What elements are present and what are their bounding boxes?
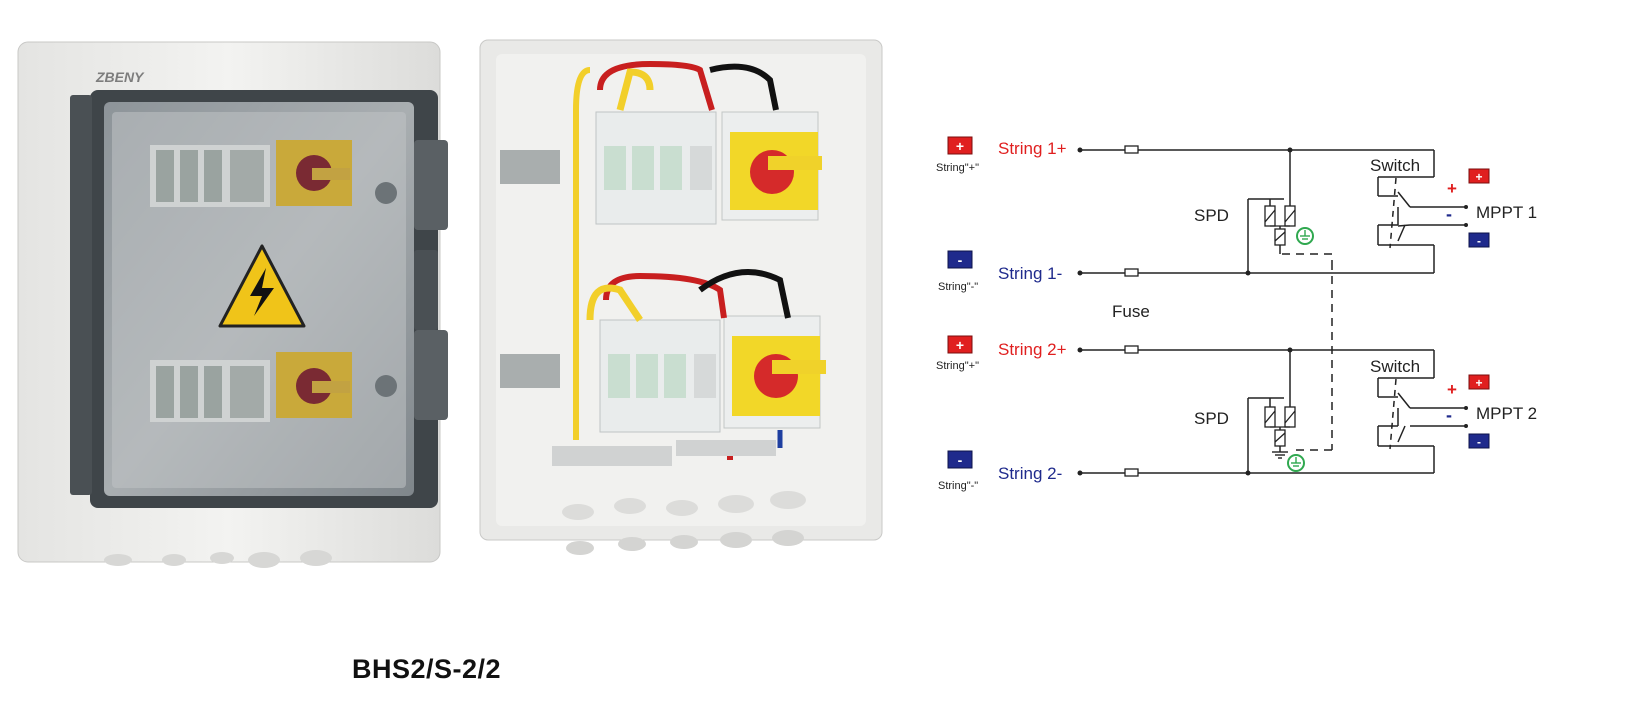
negative-badge	[947, 450, 973, 469]
string-label: String 1-	[998, 264, 1062, 283]
string-1-positive: + String"+" String 1+	[936, 136, 1067, 174]
positive-badge	[1468, 374, 1490, 390]
fuse-icon	[1124, 345, 1139, 354]
negative-badge	[1468, 232, 1490, 248]
string-label: String 2-	[998, 464, 1062, 483]
string-tag: String"+"	[936, 162, 979, 174]
junction-dots	[1077, 147, 1293, 476]
model-caption: BHS2/S-2/2	[352, 654, 502, 684]
product-photos: ZBENY	[17, 39, 883, 568]
spd-label: SPD	[1194, 206, 1229, 225]
mppt-minus-sign: -	[1446, 204, 1452, 224]
brand-logo: ZBENY	[95, 69, 145, 85]
closed-enclosure-photo: ZBENY	[17, 41, 448, 568]
switch-label: Switch	[1370, 357, 1420, 376]
fuse-icon	[1124, 468, 1139, 477]
positive-badge-sign: +	[956, 337, 964, 353]
fuse-icon	[1124, 268, 1139, 277]
string-tag: String"-"	[938, 281, 978, 293]
negative-badge-sign: -	[958, 252, 963, 268]
fuse-icon	[1124, 145, 1139, 154]
negative-badge	[1468, 433, 1490, 449]
mppt-plus-sign: +	[1447, 380, 1457, 399]
positive-badge-sign: +	[956, 138, 964, 154]
string-2-positive: + String"+" String 2+	[936, 335, 1067, 372]
circuit-1-wiring	[1080, 149, 1435, 274]
mppt-label: MPPT 2	[1476, 404, 1537, 423]
mppt-minus-sign: -	[1446, 405, 1452, 425]
switch-label: Switch	[1370, 156, 1420, 175]
negative-badge-sign: -	[958, 452, 963, 468]
positive-badge-sign: +	[1475, 170, 1482, 184]
earth-icon	[1296, 227, 1314, 245]
positive-badge	[947, 136, 973, 155]
mppt-1-output: + - + - MPPT 1	[1446, 168, 1537, 248]
string-label: String 1+	[998, 139, 1067, 158]
positive-badge-sign: +	[1475, 376, 1482, 390]
mppt-plus-sign: +	[1447, 179, 1457, 198]
circuit-2-wiring	[1080, 349, 1435, 474]
negative-badge-sign: -	[1477, 435, 1481, 449]
positive-badge	[947, 335, 973, 354]
earth-icon	[1287, 454, 1305, 472]
switch-1-symbol	[1377, 176, 1466, 249]
open-enclosure-photo	[479, 39, 883, 555]
spd-2-symbol	[1264, 406, 1296, 447]
string-tag: String"-"	[938, 480, 978, 492]
positive-badge	[1468, 168, 1490, 184]
mppt-label: MPPT 1	[1476, 203, 1537, 222]
mppt-2-output: + - + - MPPT 2	[1446, 374, 1537, 449]
spd-label: SPD	[1194, 409, 1229, 428]
string-label: String 2+	[998, 340, 1067, 359]
string-1-negative: - String"-" String 1-	[938, 250, 1062, 293]
negative-badge-sign: -	[1477, 234, 1481, 248]
string-tag: String"+"	[936, 360, 979, 372]
string-2-negative: - String"-" String 2-	[938, 450, 1062, 492]
switch-2-symbol	[1377, 377, 1466, 450]
spd-1-symbol	[1264, 205, 1296, 246]
fuse-label: Fuse	[1112, 302, 1150, 321]
negative-badge	[947, 250, 973, 269]
ground-icon	[1272, 451, 1288, 459]
